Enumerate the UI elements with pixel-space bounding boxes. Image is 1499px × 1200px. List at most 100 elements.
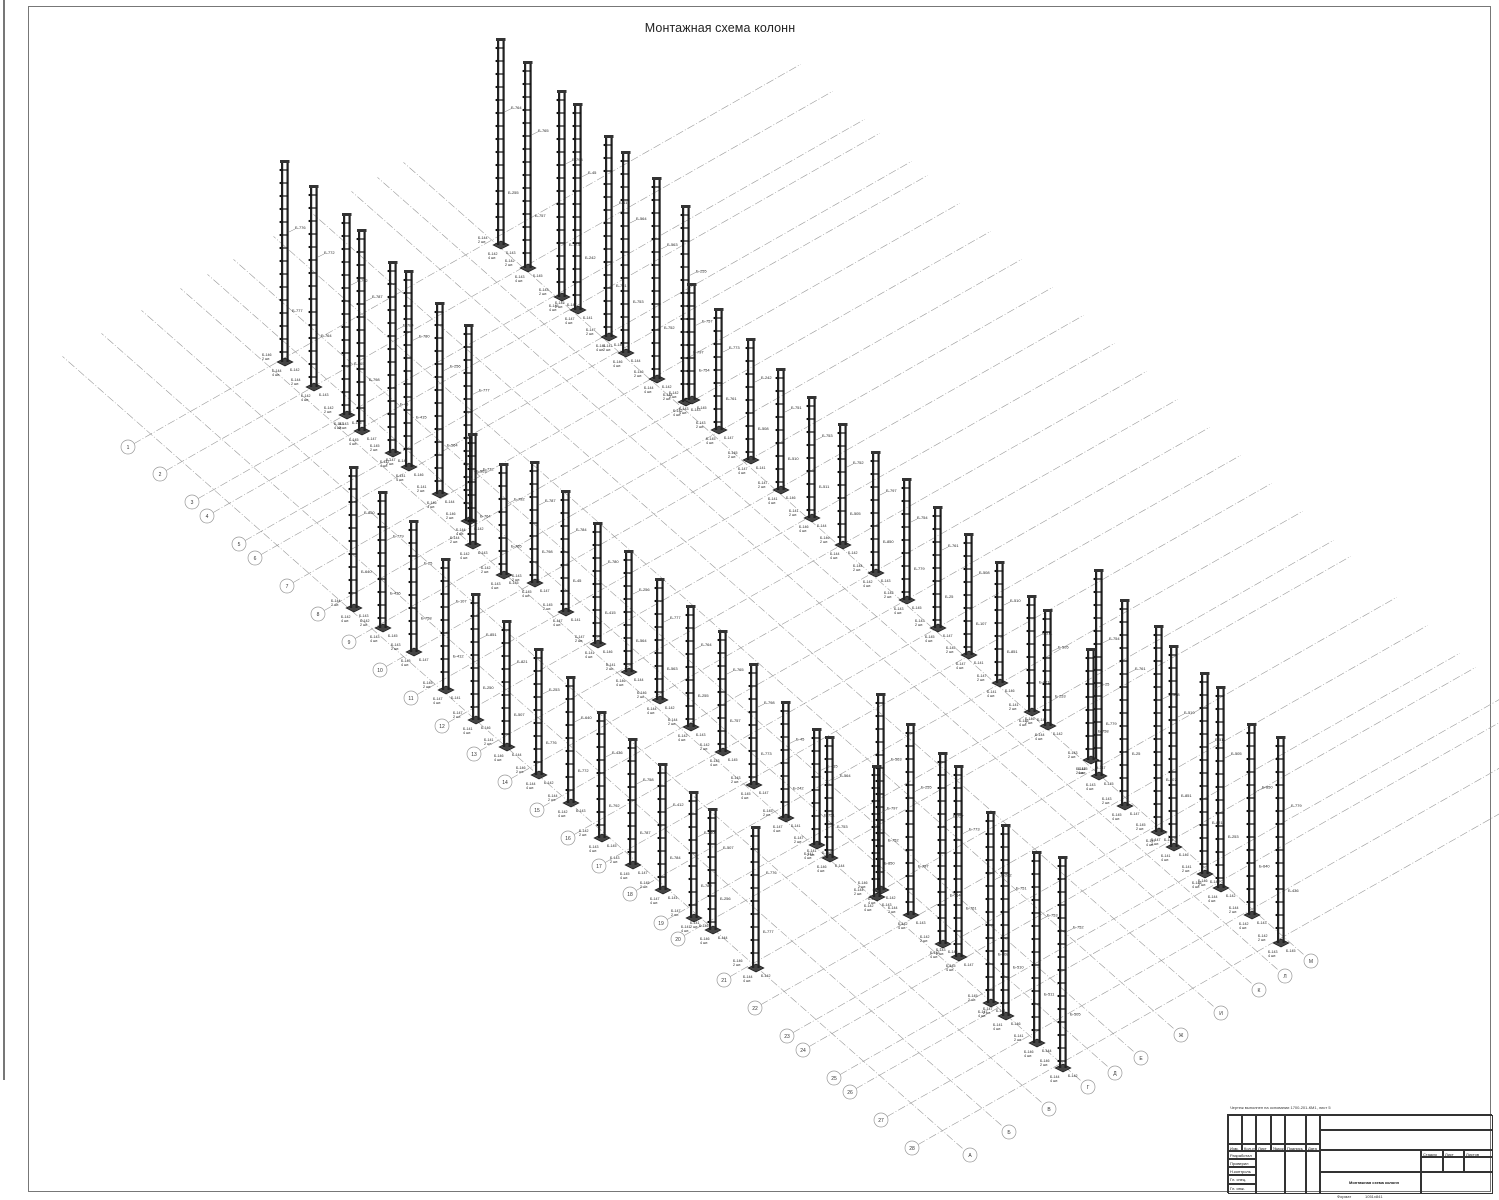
role-signature-column (1285, 1151, 1306, 1194)
svg-text:Б-752: Б-752 (888, 837, 899, 842)
svg-text:27: 27 (878, 1118, 884, 1124)
svg-text:4 шт.: 4 шт. (1078, 771, 1086, 775)
svg-text:Б-758: Б-758 (643, 777, 654, 782)
svg-text:Б-412: Б-412 (453, 654, 464, 659)
svg-text:4 шт.: 4 шт. (1035, 737, 1043, 741)
svg-text:Б-145: Б-145 (549, 304, 559, 308)
svg-text:Б-107: Б-107 (456, 599, 467, 604)
svg-text:2 шт.: 2 шт. (758, 485, 766, 489)
svg-text:Б-144: Б-144 (663, 393, 673, 397)
svg-text:Б-145: Б-145 (401, 659, 411, 663)
svg-text:Б-144: Б-144 (512, 753, 522, 757)
svg-text:Б-779: Б-779 (393, 533, 404, 538)
svg-text:2 шт.: 2 шт. (512, 578, 520, 582)
grid-axis-bubble-numeric: 8 (310, 606, 326, 622)
svg-text:Б-145: Б-145 (607, 844, 617, 848)
grid-axis-bubble-numeric: 5 (231, 536, 247, 552)
svg-text:2 шт.: 2 шт. (663, 397, 671, 401)
svg-text:Б-144: Б-144 (1035, 733, 1045, 737)
svg-text:4 шт.: 4 шт. (946, 968, 954, 972)
svg-text:Б-147: Б-147 (553, 619, 563, 623)
svg-text:4 шт.: 4 шт. (460, 556, 468, 560)
svg-text:15: 15 (534, 808, 540, 814)
svg-text:2 шт.: 2 шт. (610, 860, 618, 864)
svg-text:Б-143: Б-143 (515, 275, 525, 279)
svg-text:Б-751: Б-751 (1016, 886, 1027, 891)
svg-text:Б-255: Б-255 (696, 268, 707, 273)
grid-axis-bubble-numeric: 2 (152, 466, 168, 482)
svg-text:Б-145: Б-145 (620, 872, 630, 876)
svg-text:Б-792: Б-792 (514, 497, 525, 502)
svg-text:Б-563: Б-563 (891, 756, 902, 761)
svg-text:2 шт.: 2 шт. (575, 639, 583, 643)
svg-text:Б-564: Б-564 (636, 638, 647, 643)
svg-text:2 шт.: 2 шт. (548, 798, 556, 802)
svg-text:Б-752: Б-752 (853, 460, 864, 465)
svg-text:Б-142: Б-142 (665, 706, 675, 710)
svg-text:Б-141: Б-141 (789, 509, 799, 513)
svg-text:4 шт.: 4 шт. (301, 398, 309, 402)
svg-text:4 шт.: 4 шт. (743, 979, 751, 983)
svg-text:2 шт.: 2 шт. (820, 540, 828, 544)
svg-text:Б-142: Б-142 (886, 896, 896, 900)
svg-text:Б-143: Б-143 (696, 733, 706, 737)
svg-text:3: 3 (191, 500, 194, 506)
svg-text:4 шт.: 4 шт. (925, 639, 933, 643)
svg-text:Б-505: Б-505 (850, 511, 861, 516)
svg-text:2 шт.: 2 шт. (1025, 721, 1033, 725)
svg-text:Б-412: Б-412 (673, 802, 684, 807)
svg-text:4 шт.: 4 шт. (494, 758, 502, 762)
svg-text:Б-144: Б-144 (631, 359, 641, 363)
svg-text:Б-141: Б-141 (417, 485, 427, 489)
svg-text:4 шт.: 4 шт. (930, 955, 938, 959)
svg-text:Б-757: Б-757 (953, 814, 964, 819)
svg-text:Б-145: Б-145 (522, 590, 532, 594)
svg-text:Б-798: Б-798 (764, 700, 775, 705)
svg-text:Б-141: Б-141 (1009, 703, 1019, 707)
svg-text:Б-144: Б-144 (456, 528, 466, 532)
svg-text:2 шт.: 2 шт. (1014, 1038, 1022, 1042)
svg-text:2 шт.: 2 шт. (579, 833, 587, 837)
svg-text:Б-141: Б-141 (398, 459, 408, 463)
svg-text:Б-850: Б-850 (884, 861, 895, 866)
grid-axis-bubble-letter: Б (1001, 1124, 1017, 1140)
svg-text:Б-797: Б-797 (918, 864, 929, 869)
svg-text:4: 4 (206, 514, 209, 520)
svg-text:2 шт.: 2 шт. (391, 647, 399, 651)
svg-text:Б-146: Б-146 (516, 766, 526, 770)
svg-text:Б-851: Б-851 (486, 632, 497, 637)
svg-text:Б-784: Б-784 (403, 323, 414, 328)
svg-text:Б-147: Б-147 (638, 871, 648, 875)
svg-text:4 шт.: 4 шт. (647, 711, 655, 715)
svg-text:Б-147: Б-147 (567, 303, 577, 307)
svg-text:Б-144: Б-144 (1210, 880, 1220, 884)
svg-text:Л: Л (1283, 974, 1286, 980)
svg-text:4 шт.: 4 шт. (978, 1014, 986, 1018)
svg-text:Б-143: Б-143 (339, 422, 349, 426)
svg-text:2 шт.: 2 шт. (446, 516, 454, 520)
svg-text:Б-145: Б-145 (533, 274, 543, 278)
svg-text:2 шт.: 2 шт. (324, 410, 332, 414)
svg-text:Б-147: Б-147 (650, 897, 660, 901)
svg-text:Б-253: Б-253 (1228, 834, 1239, 839)
svg-text:Б-141: Б-141 (690, 921, 700, 925)
svg-text:Б-141: Б-141 (681, 925, 691, 929)
svg-text:Б-146: Б-146 (616, 679, 626, 683)
svg-text:4 шт.: 4 шт. (706, 441, 714, 445)
svg-text:Б-787: Б-787 (640, 830, 651, 835)
svg-text:Б-143: Б-143 (391, 643, 401, 647)
svg-text:Б-850: Б-850 (1262, 785, 1273, 790)
svg-text:Б-141: Б-141 (585, 651, 595, 655)
svg-text:2 шт.: 2 шт. (1102, 801, 1110, 805)
svg-text:Б-144: Б-144 (1037, 718, 1047, 722)
svg-text:2 шт.: 2 шт. (968, 998, 976, 1002)
